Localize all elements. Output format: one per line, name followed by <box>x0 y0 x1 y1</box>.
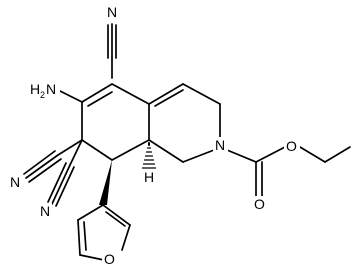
bond-triple-left-1 <box>25 154 59 179</box>
atom-amine-n: N <box>46 81 56 97</box>
bond-furan-c5-c4 <box>77 219 81 256</box>
atom-nitrile-lower-n: N <box>40 203 50 219</box>
atom-nitrile-left-n: N <box>10 174 20 190</box>
atom-stereo-h: H <box>144 169 154 185</box>
atom-amine-h-count: 2 <box>40 90 45 100</box>
bond-furan-c2-o <box>121 224 131 251</box>
bond-triple-left-2 <box>23 150 56 175</box>
bond-furan-c4-c3 <box>77 204 104 221</box>
atom-ring-n: N <box>215 137 225 153</box>
bond-c1-c8a <box>148 139 184 163</box>
bonds <box>23 23 351 261</box>
bond-c5-c6-double <box>87 91 113 107</box>
bond-c5-c6 <box>81 83 113 103</box>
bond-triple-left-3 <box>28 158 62 183</box>
bond-furan-c5-c4-double <box>83 221 87 251</box>
bond-c4a-c4 <box>148 83 184 105</box>
bond-c7-c8 <box>81 139 113 161</box>
bond-c7-cn-lower <box>69 139 83 166</box>
atom-amine-h: H <box>30 81 40 97</box>
bond-furan-c3-c2 <box>102 204 131 226</box>
atom-nitrile-top-n: N <box>107 4 117 20</box>
atom-ester-o: O <box>286 138 297 154</box>
bond-c7-cn-left <box>57 139 83 156</box>
bond-n2-c1 <box>182 149 215 163</box>
bond-triple-lower-3 <box>55 166 75 207</box>
bond-n2-cco <box>226 149 257 163</box>
bond-c8-c8a <box>111 139 150 161</box>
bond-furan-o-c5 <box>79 254 105 261</box>
bond-c6-nh2 <box>57 89 83 103</box>
bond-c5-c4a <box>111 83 150 105</box>
atom-furan-o: O <box>104 251 115 267</box>
bond-c4a-c4-double <box>154 89 184 107</box>
atom-carbonyl-o: O <box>254 196 265 212</box>
atom-labels: N H 2 N N N N H O O O <box>8 4 300 268</box>
hash-bond-c8a-h <box>141 142 157 169</box>
bond-furan-c2-c3-double <box>105 211 126 227</box>
bond-c-o-ester <box>255 146 286 163</box>
bond-triple-lower-2 <box>47 162 67 203</box>
bond-ch2-ch3 <box>324 146 351 163</box>
bond-o-ch2 <box>299 146 326 163</box>
wedge-bond-c8-furan <box>99 160 112 205</box>
bond-triple-lower-1 <box>51 164 71 205</box>
bond-c4-c3 <box>182 83 221 105</box>
